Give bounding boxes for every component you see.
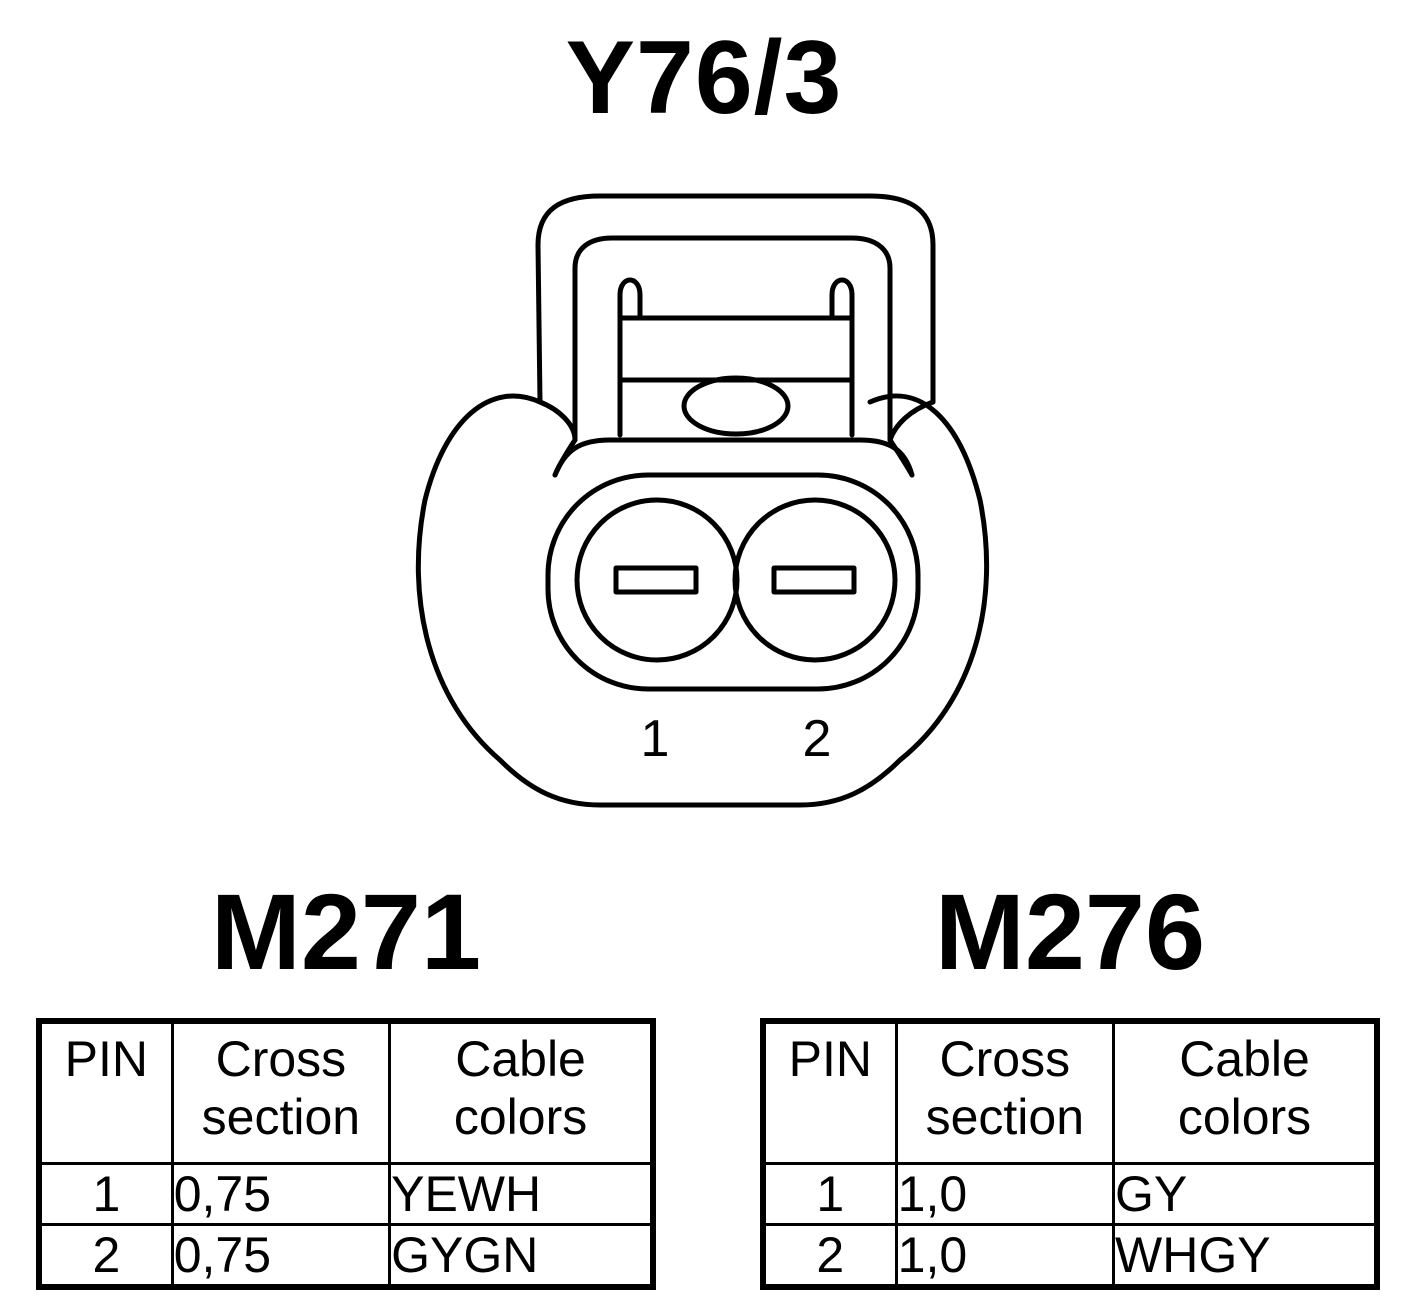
cell-cable-color: YEWH <box>388 1162 655 1226</box>
header-pin: PIN <box>37 1019 174 1165</box>
plug-body <box>545 472 921 692</box>
pin-socket-1 <box>574 497 740 663</box>
cell-pin: 1 <box>37 1162 174 1226</box>
pin-contact-2 <box>771 565 857 595</box>
cell-cross-section: 1,0 <box>894 1223 1116 1289</box>
plug-rim <box>552 437 915 478</box>
cell-cable-color: WHGY <box>1112 1223 1379 1289</box>
latch-frame-outer <box>535 193 936 405</box>
header-cross-section: Cross section <box>894 1019 1116 1165</box>
connector-diagram: 1 2 <box>415 193 990 808</box>
pin-label-1: 1 <box>641 710 670 768</box>
connector-title: Y76/3 <box>565 20 843 136</box>
cell-cable-color: GY <box>1112 1162 1379 1226</box>
housing-wing-right <box>887 399 936 478</box>
latch-post-right <box>829 277 855 438</box>
cell-cross-section: 0,75 <box>170 1223 392 1289</box>
latch-tab <box>681 375 791 437</box>
table-row: 2 0,75 GYGN <box>37 1223 655 1289</box>
cell-cross-section: 0,75 <box>170 1162 392 1226</box>
engine-label-m276: M276 <box>934 871 1206 992</box>
header-pin: PIN <box>761 1019 898 1165</box>
engine-label-m271: M271 <box>210 871 482 992</box>
pin-socket-2 <box>732 497 898 663</box>
pin-table-m271: PIN Cross section Cable colors 1 0,75 YE… <box>36 1018 656 1290</box>
pin-contact-1 <box>613 565 699 595</box>
latch-post-left <box>617 277 643 438</box>
pin-table-m276: PIN Cross section Cable colors 1 1,0 GY … <box>760 1018 1380 1290</box>
cell-pin: 1 <box>761 1162 898 1226</box>
cell-cross-section: 1,0 <box>894 1162 1116 1226</box>
table-row: 1 1,0 GY <box>761 1162 1379 1226</box>
cell-cable-color: GYGN <box>388 1223 655 1289</box>
header-cable-colors: Cable colors <box>1112 1019 1379 1165</box>
header-cable-colors: Cable colors <box>388 1019 655 1165</box>
pin-label-2: 2 <box>803 710 832 768</box>
latch-frame-inner <box>572 235 893 443</box>
cell-pin: 2 <box>761 1223 898 1289</box>
table-row: 2 1,0 WHGY <box>761 1223 1379 1289</box>
cell-pin: 2 <box>37 1223 174 1289</box>
connector-housing <box>415 393 990 808</box>
header-cross-section: Cross section <box>170 1019 392 1165</box>
table-row: 1 0,75 YEWH <box>37 1162 655 1226</box>
